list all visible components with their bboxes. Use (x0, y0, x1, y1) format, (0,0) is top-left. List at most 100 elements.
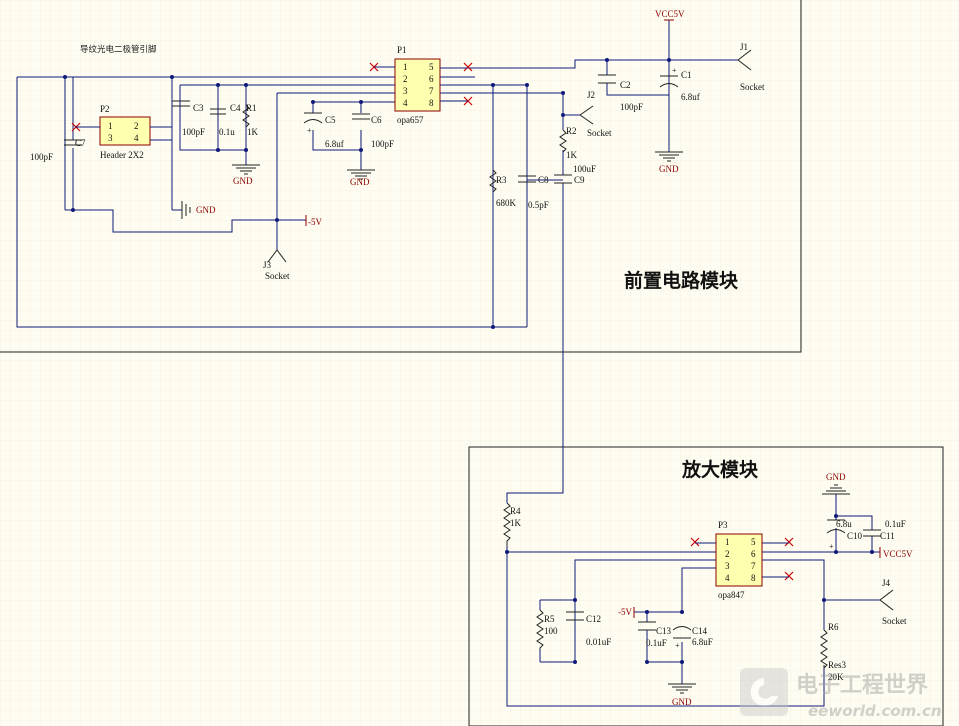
c11-designator: C11 (880, 531, 895, 541)
r3-designator: R3 (496, 175, 507, 185)
r1-resistor[interactable] (242, 104, 250, 128)
p1-value: opa657 (397, 115, 424, 125)
vcc-label-top: VCC5V (655, 9, 685, 19)
p1-pin3: 3 (403, 86, 408, 96)
r6-designator: R6 (828, 622, 839, 632)
p3-pin7: 7 (751, 561, 756, 571)
gnd-symbol-c6 (347, 169, 375, 180)
j2-socket[interactable] (579, 105, 594, 125)
c9-capacitor[interactable] (554, 174, 572, 184)
r2-value: 1K (566, 150, 578, 160)
gnd-label-amp: GND (672, 697, 692, 707)
c2-value: 100pF (620, 102, 643, 112)
p1-designator: P1 (397, 45, 407, 55)
r6-type: Res3 (828, 660, 847, 670)
c7-value: 100pF (30, 152, 53, 162)
j4-designator: J4 (882, 578, 891, 588)
c14-designator: C14 (692, 626, 708, 636)
c11-capacitor[interactable] (863, 529, 881, 537)
r6-resistor[interactable] (820, 629, 828, 670)
watermark-url: eeworld.com.cn (808, 702, 942, 720)
svg-text:+: + (307, 126, 312, 135)
p1-pin5: 5 (429, 62, 434, 72)
p1-pin2: 2 (403, 74, 408, 84)
p3-pin1: 1 (725, 537, 730, 547)
p3-pin8: 8 (751, 573, 756, 583)
j1-label: Socket (740, 82, 765, 92)
r2-designator: R2 (566, 126, 577, 136)
p2-pin2: 2 (134, 121, 139, 131)
c2-capacitor[interactable] (598, 74, 616, 84)
c3-capacitor[interactable] (172, 100, 190, 107)
c7-capacitor[interactable] (64, 139, 82, 146)
c6-value: 100pF (371, 139, 394, 149)
c1-capacitor[interactable]: + (659, 66, 679, 88)
c1-value: 6.8uf (681, 92, 700, 102)
p3-pin3: 3 (725, 561, 730, 571)
r2-resistor[interactable] (559, 129, 567, 153)
front-wires (16, 20, 710, 447)
amp-section-title: 放大模块 (681, 458, 759, 481)
neg5v-label-front: -5V (308, 217, 322, 227)
no-connect-marks (71, 62, 794, 581)
p2-value: Header 2X2 (100, 150, 144, 160)
c12-value: 0.01uF (586, 637, 611, 647)
j3-socket[interactable] (267, 249, 287, 263)
c8-capacitor[interactable] (518, 175, 536, 183)
j3-designator: J3 (263, 260, 272, 270)
j4-label: Socket (882, 616, 907, 626)
r5-resistor[interactable] (536, 609, 544, 650)
gnd-label-amp-top: GND (826, 472, 846, 482)
c8-designator: C8 (538, 175, 549, 185)
amp-section-frame (468, 446, 944, 726)
photodiode-pin-note: 导纹光电二极管引脚 (80, 44, 157, 54)
gnd-label-c6: GND (350, 177, 370, 187)
r1-value: 1K (247, 127, 259, 137)
r1-designator: R1 (246, 103, 257, 113)
c3-designator: C3 (193, 103, 204, 113)
r3-resistor[interactable] (489, 169, 497, 193)
gnd-symbol-amp-top (822, 484, 850, 495)
c11-value: 0.1uF (885, 519, 906, 529)
watermark-logo-icon (740, 668, 788, 716)
gnd-label-p2: GND (196, 205, 216, 215)
front-junctions (63, 58, 671, 329)
p1-pin8: 8 (429, 98, 434, 108)
c4-value: 0.1u (219, 127, 235, 137)
p3-pin6: 6 (751, 549, 756, 559)
j1-socket[interactable] (737, 49, 752, 71)
j4-socket[interactable] (879, 589, 894, 611)
vcc-label-amp: VCC5V (883, 549, 913, 559)
c9-designator: C9 (574, 175, 585, 185)
c12-capacitor[interactable] (566, 611, 584, 621)
p1-pin1: 1 (403, 62, 408, 72)
svg-text:+: + (672, 66, 677, 75)
c10-value: 6.8u (836, 519, 852, 529)
p1-pin4: 4 (403, 98, 408, 108)
gnd-symbol-c1 (655, 151, 683, 162)
svg-text:+: + (675, 641, 680, 650)
c8-value: 0.5pF (528, 200, 549, 210)
c5-capacitor[interactable]: + (303, 112, 323, 135)
gnd-symbol-r1 (232, 164, 260, 175)
c13-capacitor[interactable] (638, 621, 656, 631)
c6-designator: C6 (371, 115, 382, 125)
r5-value: 100 (544, 626, 558, 636)
r5-designator: R5 (544, 614, 555, 624)
r6-value: 20K (828, 672, 844, 682)
c14-capacitor[interactable]: + (672, 626, 692, 651)
p2-header[interactable]: 1 2 3 4 (99, 116, 151, 146)
r4-designator: R4 (510, 506, 521, 516)
p3-opamp[interactable]: 1 2 3 4 5 6 7 8 (715, 533, 763, 587)
c10-capacitor[interactable]: + (826, 519, 846, 551)
c4-capacitor[interactable] (210, 108, 226, 115)
c6-capacitor[interactable] (352, 113, 370, 120)
j1-designator: J1 (740, 42, 748, 52)
c12-designator: C12 (586, 614, 601, 624)
c2-designator: C2 (620, 80, 631, 90)
p1-opamp[interactable]: 1 2 3 4 5 6 7 8 (394, 58, 441, 112)
r4-resistor[interactable] (503, 502, 511, 547)
c1-designator: C1 (681, 70, 692, 80)
